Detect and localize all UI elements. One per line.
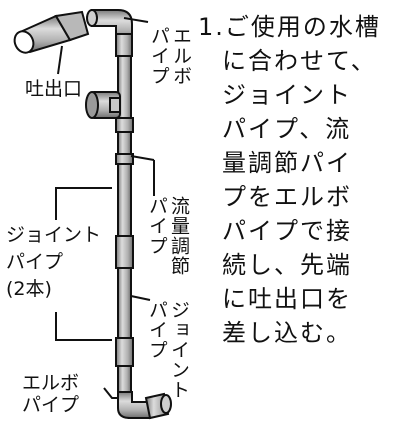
instruction-line-10: 差し込む。: [222, 319, 352, 347]
joint-pipe-right-text: ジョイント パイプ: [146, 300, 190, 400]
elbow-pipe-top: [86, 9, 133, 57]
outlet-nozzle: [13, 10, 90, 54]
instruction-line-3: ジョイント: [222, 81, 352, 109]
elbow-bottom-leader-line: [103, 387, 118, 399]
outlet-leader-line: [57, 45, 63, 75]
instruction-line-5: 量調節パイ: [222, 149, 352, 177]
instruction-line-6: プをエルボ: [222, 183, 352, 211]
flow-adjust-leader-line: [130, 155, 155, 161]
elbow-pipe-top-text: エルボ パイプ: [148, 26, 192, 86]
instruction-line-4: パイプ、流: [222, 115, 352, 143]
instruction-line-1: 1.ご使用の水槽: [198, 13, 381, 41]
elbow-pipe-bottom: [117, 391, 172, 420]
instruction-line-2: に合わせて、: [222, 47, 377, 75]
elbow-top-leader-line: [123, 17, 149, 23]
joint-pipe-count-label: ジョイント パイプ (2本): [6, 224, 102, 300]
step-number: 1.: [198, 13, 225, 41]
joint-pipe-bracket: [55, 187, 112, 341]
joint-pipe-right-leader-line: [130, 295, 151, 301]
instruction-line-9: に吐出口を: [222, 285, 352, 313]
flow-adjust-knob: [85, 91, 121, 119]
instruction-line-8: 続し、先端: [222, 251, 352, 279]
pipe-column: [115, 55, 134, 397]
elbow-pipe-bottom-label: エルボ パイプ: [22, 372, 80, 416]
instruction-line-7: パイプで接: [222, 217, 352, 245]
outlet-label: 吐出口: [25, 78, 83, 100]
flow-adjust-pipe-text: 流量調節 パイプ: [146, 196, 190, 276]
instruction-step-1: 1.ご使用の水槽 に合わせて、 ジョイント パイプ、流 量調節パイ プをエルボ …: [198, 10, 394, 350]
